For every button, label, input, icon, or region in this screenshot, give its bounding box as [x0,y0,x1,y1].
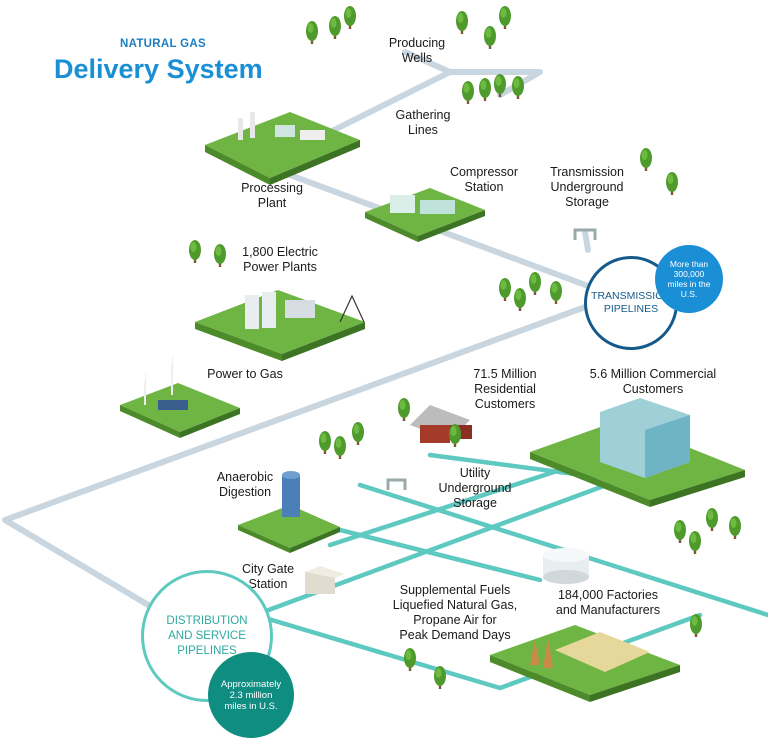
label-transmission-storage: Transmission Underground Storage [550,165,624,209]
label-processing-plant: Processing Plant [241,181,303,210]
transmission-pipelines-badge: TRANSMISSION PIPELINES [584,256,678,350]
page-title: Delivery System [54,54,263,84]
label-residential: 71.5 Million Residential Customers [473,367,537,411]
label-power-plants: 1,800 Electric Power Plants [242,245,318,274]
transmission-miles-badge: More than 300,000 miles in the U.S. [655,245,723,313]
processing-plant-platform [205,112,360,185]
label-supplemental-fuels: Supplemental Fuels Liquefied Natural Gas… [392,583,518,642]
city-gate-station [305,566,345,594]
power-to-gas-platform [120,342,240,438]
factory-platform [490,625,680,702]
power-plant-platform [195,290,365,361]
label-compressor-station: Compressor Station [449,165,519,194]
compressor-station-platform [365,188,485,242]
label-gathering-lines: Gathering Lines [395,108,451,137]
storage-valves [386,228,597,490]
label-commercial: 5.6 Million Commercial Customers [589,367,717,396]
distribution-miles-badge: Approximately 2.3 million miles in U.S. [208,652,294,738]
label-power-to-gas: Power to Gas [207,367,283,381]
label-factories: 184,000 Factories and Manufacturers [555,588,661,617]
label-utility-storage: Utility Underground Storage [438,466,512,510]
commercial-platform [530,398,745,507]
anaerobic-platform [238,471,340,553]
label-anaerobic: Anaerobic Digestion [216,470,274,499]
title-small: NATURAL GAS [120,38,206,50]
lng-tank [543,548,589,584]
label-producing-wells: Producing Wells [388,36,446,65]
label-city-gate: City Gate Station [241,562,295,591]
